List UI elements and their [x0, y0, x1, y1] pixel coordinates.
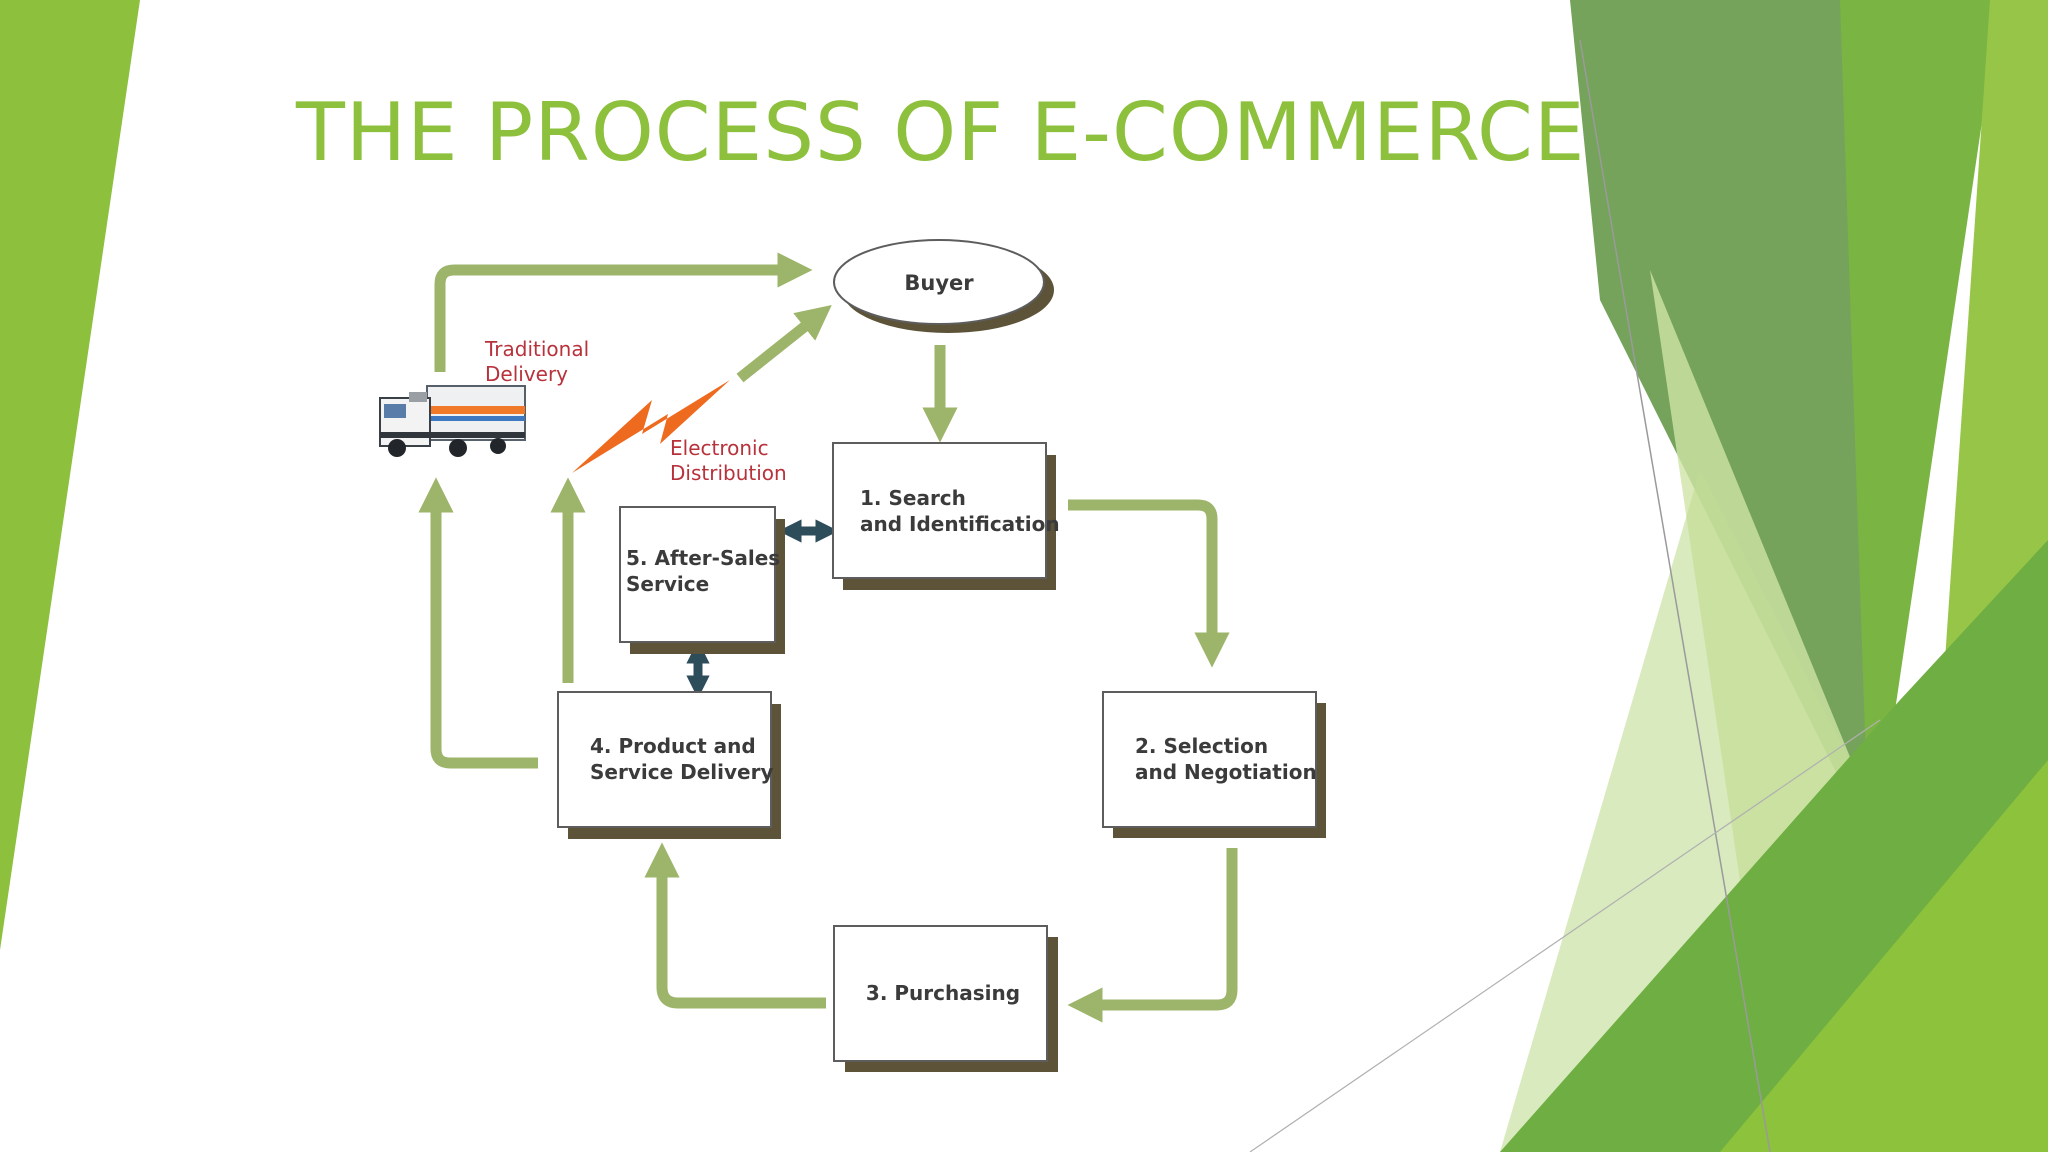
step-1-line-2: and Identification — [860, 512, 1060, 536]
step-4-line-2: Service Delivery — [590, 760, 774, 784]
right-accent-shape-bottom-light — [1720, 760, 2048, 1152]
step-5-line-2: Service — [626, 572, 709, 596]
arrow-electronic-to-buyer — [736, 305, 832, 383]
step-2-line-2: and Negotiation — [1135, 760, 1317, 784]
arrow-selection-to-purchasing — [1067, 848, 1238, 1023]
arrow-truck-to-buyer — [434, 252, 813, 372]
arrow-search-to-selection — [1068, 499, 1230, 668]
svg-text:3. Purchasing: 3. Purchasing — [866, 981, 1020, 1005]
step-2-line-1: 2. Selection — [1135, 734, 1268, 758]
buyer-node: Buyer — [833, 239, 1054, 333]
truck-icon — [379, 385, 526, 457]
step-4-line-1: 4. Product and — [590, 734, 756, 758]
arrow-delivery-to-truck — [418, 477, 538, 769]
right-accent-shape-olive — [1840, 0, 2000, 880]
buyer-label: Buyer — [904, 271, 974, 295]
right-accent-shape-pale2 — [1500, 470, 1860, 1152]
arrow-purchasing-to-delivery — [644, 842, 826, 1009]
lightning-bolt-icon — [572, 380, 730, 473]
step-3-line-1: 3. Purchasing — [866, 981, 1020, 1005]
step-box-purchasing: 3. Purchasing — [833, 925, 1058, 1072]
slide-title: THE PROCESS OF E-COMMERCE — [296, 86, 1586, 179]
left-accent-shape — [0, 0, 140, 950]
step-5-line-1: 5. After-Sales — [626, 546, 780, 570]
step-1-line-1: 1. Search — [860, 486, 966, 510]
